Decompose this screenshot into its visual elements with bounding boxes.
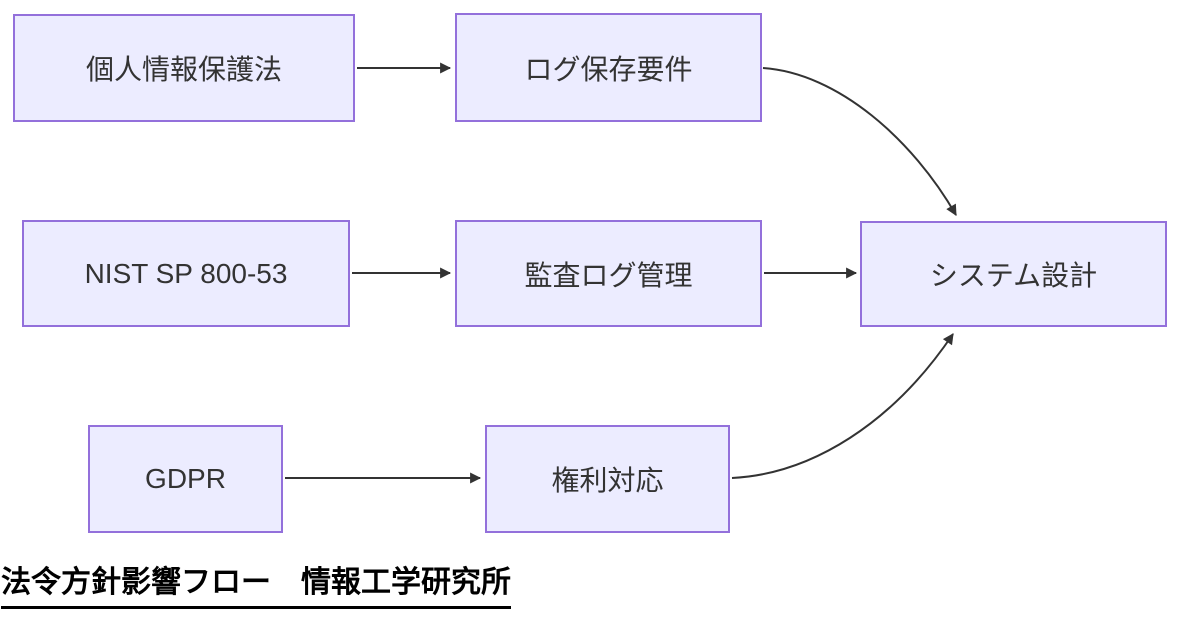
node-nist-sp-800-53-label: NIST SP 800-53 bbox=[84, 257, 288, 289]
node-rights-response: 権利対応 bbox=[485, 425, 730, 533]
node-audit-log-management-label: 監査ログ管理 bbox=[524, 259, 693, 291]
node-system-design-label: システム設計 bbox=[929, 260, 1098, 291]
node-gdpr-label: GDPR bbox=[145, 463, 226, 494]
node-system-design: システム設計 bbox=[860, 221, 1167, 327]
node-nist-sp-800-53: NIST SP 800-53 bbox=[22, 220, 350, 327]
node-log-retention-requirements-label: ログ保存要件 bbox=[524, 53, 693, 85]
diagram-caption: 法令方針影響フロー 情報工学研究所 bbox=[1, 566, 511, 609]
node-personal-info-law-label: 個人情報保護法 bbox=[85, 54, 282, 85]
node-rights-response-label: 権利対応 bbox=[551, 465, 664, 496]
edge-rights-response-to-system-design bbox=[731, 333, 954, 479]
node-audit-log-management: 監査ログ管理 bbox=[455, 220, 762, 327]
edge-log-retention-to-system-design bbox=[762, 67, 957, 216]
node-personal-info-law: 個人情報保護法 bbox=[13, 14, 355, 122]
node-gdpr: GDPR bbox=[88, 425, 283, 533]
node-log-retention-requirements: ログ保存要件 bbox=[455, 13, 762, 122]
